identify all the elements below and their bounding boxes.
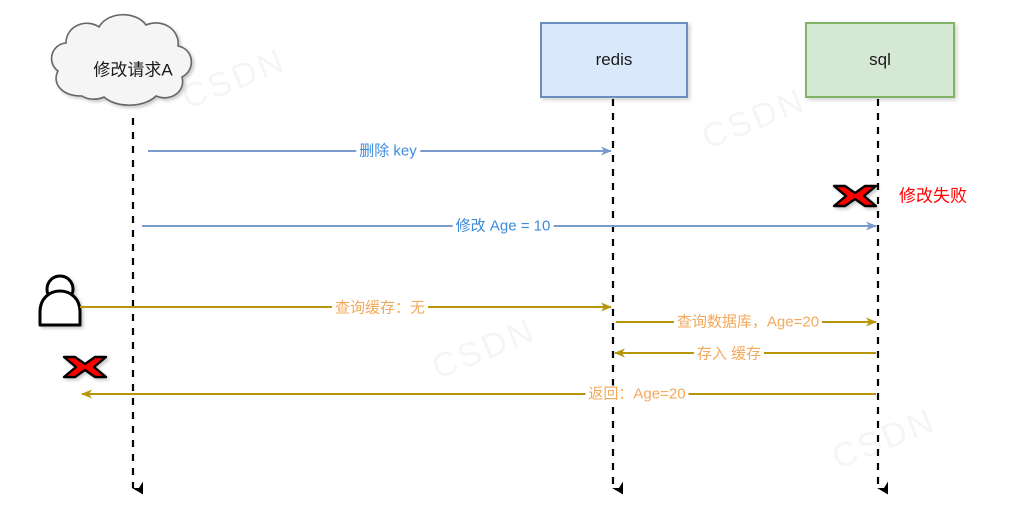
participant-box-redis[interactable]: redis xyxy=(540,22,688,98)
lifelines xyxy=(131,99,888,495)
cloud-shape-clientA xyxy=(50,13,193,106)
message-label-2: 修改 Age = 10 xyxy=(452,217,554,235)
message-label-1: 删除 key xyxy=(356,142,420,160)
user-actor-icon xyxy=(38,274,82,327)
participant-label-sql: sql xyxy=(869,50,891,69)
message-label-3: 查询缓存：无 xyxy=(331,299,429,317)
participant-box-sql[interactable]: sql xyxy=(805,22,955,98)
message-label-6: 返回：Age=20 xyxy=(585,385,689,403)
message-label-5: 存入 缓存 xyxy=(693,345,765,363)
failure-marker-sql xyxy=(832,184,878,208)
failure-marker-client xyxy=(62,355,108,379)
participant-label-clientA: 修改请求A xyxy=(93,60,173,80)
participant-label-redis: redis xyxy=(595,50,633,69)
message-label-4: 查询数据库，Age=20 xyxy=(673,313,823,331)
failure-note-sql: 修改失败 xyxy=(896,187,970,205)
